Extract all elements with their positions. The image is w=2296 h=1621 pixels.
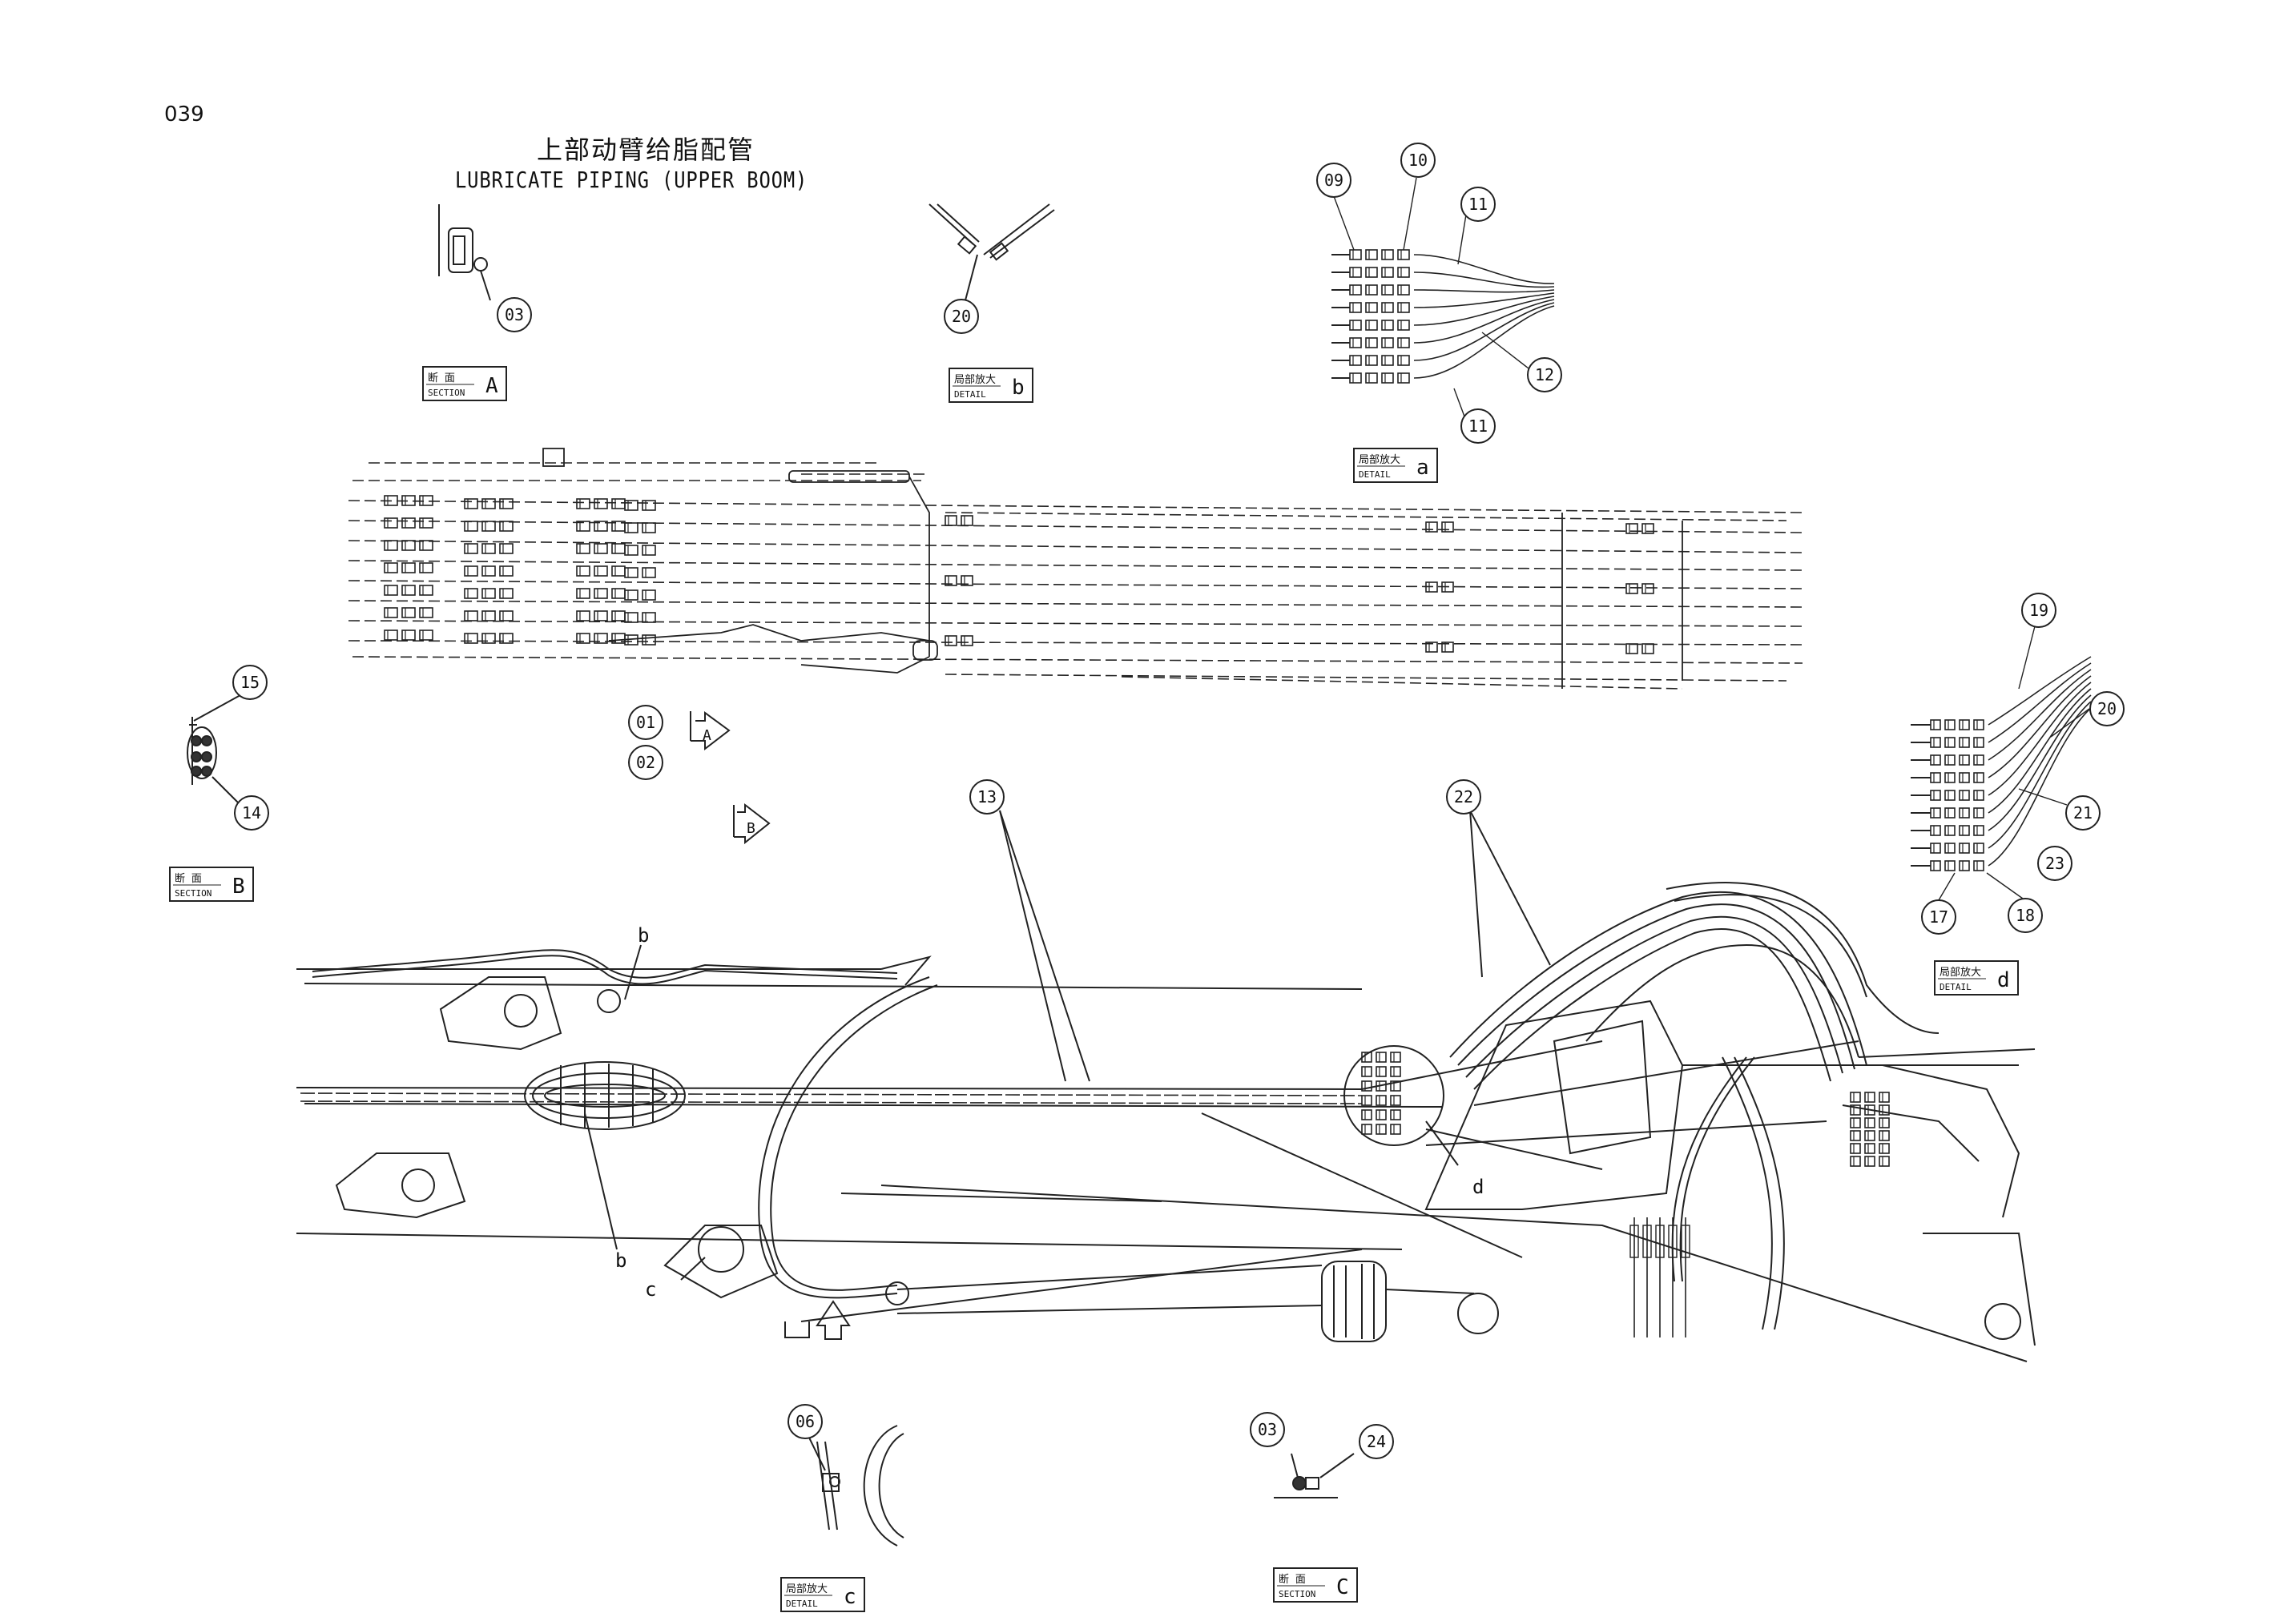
view-label-detail-b: 局部放大 DETAIL b bbox=[949, 368, 1033, 403]
view-label-cn: 断 面 bbox=[175, 873, 202, 885]
callout-label: 01 bbox=[636, 713, 655, 732]
callout-label: 11 bbox=[1468, 195, 1488, 214]
letter-c: c bbox=[645, 1278, 656, 1301]
callout-c-13: 13 bbox=[969, 779, 1005, 815]
view-label-en: SECTION bbox=[1279, 1589, 1315, 1599]
view-label-detail-a_top: 局部放大 DETAIL a bbox=[1353, 448, 1438, 483]
view-label-en: SECTION bbox=[175, 888, 211, 899]
upper-boom-fittings bbox=[542, 448, 1683, 689]
callout-c-06: 06 bbox=[787, 1404, 823, 1439]
callout-c-22: 22 bbox=[1446, 779, 1481, 815]
callout-label: 17 bbox=[1929, 907, 1948, 927]
upper-boom-view bbox=[348, 462, 1803, 690]
view-label-letter: C bbox=[1336, 1575, 1349, 1599]
view-label-en: SECTION bbox=[428, 388, 465, 398]
callout-c-11a: 11 bbox=[1460, 187, 1496, 222]
arrow-b-letter: B bbox=[747, 820, 755, 837]
callout-c-24: 24 bbox=[1359, 1424, 1394, 1459]
title-english: LUBRICATE PIPING (UPPER BOOM) bbox=[455, 167, 808, 193]
callout-label: 03 bbox=[505, 305, 524, 324]
page-number: 039 bbox=[164, 103, 204, 127]
arrow-a-letter: A bbox=[703, 727, 711, 744]
callout-label: 12 bbox=[1535, 365, 1554, 384]
view-label-letter: B bbox=[232, 875, 245, 899]
view-label-cn: 局部放大 bbox=[1359, 454, 1400, 466]
callout-label: 20 bbox=[952, 307, 971, 326]
up-arrow-icon bbox=[816, 1300, 851, 1340]
callout-c-09: 09 bbox=[1316, 163, 1351, 198]
view-label-en: DETAIL bbox=[954, 389, 986, 400]
callout-c-03-a: 03 bbox=[497, 297, 532, 332]
view-label-detail-c: 局部放大 DETAIL c bbox=[780, 1577, 865, 1612]
callout-label: 13 bbox=[977, 787, 997, 806]
callout-c-20: 20 bbox=[944, 299, 979, 334]
view-label-cn: 断 面 bbox=[428, 372, 455, 384]
view-arrow-lower bbox=[784, 1321, 810, 1338]
callout-c-11b: 11 bbox=[1460, 408, 1496, 444]
callout-c-21: 21 bbox=[2065, 795, 2101, 831]
view-label-letter: c bbox=[844, 1585, 856, 1609]
callout-c-03-b: 03 bbox=[1250, 1412, 1285, 1447]
callout-label: 24 bbox=[1367, 1432, 1386, 1451]
section-c-view bbox=[1274, 1453, 1355, 1498]
callout-label: 22 bbox=[1454, 787, 1473, 806]
callout-label: 09 bbox=[1324, 171, 1343, 190]
view-label-letter: d bbox=[1997, 968, 2010, 992]
detail-b-view bbox=[928, 203, 1055, 301]
callout-c-02: 02 bbox=[628, 745, 663, 780]
callout-label: 10 bbox=[1408, 151, 1428, 170]
callout-c-12: 12 bbox=[1527, 357, 1562, 392]
callout-label: 23 bbox=[2045, 854, 2064, 873]
callout-label: 03 bbox=[1258, 1420, 1277, 1439]
section-a-view bbox=[438, 204, 491, 301]
letter-d: d bbox=[1472, 1176, 1484, 1198]
callout-label: 11 bbox=[1468, 416, 1488, 436]
view-label-en: DETAIL bbox=[786, 1599, 818, 1609]
view-label-cn: 局部放大 bbox=[1940, 967, 1981, 979]
callout-label: 06 bbox=[796, 1412, 815, 1431]
main-boom-view bbox=[296, 810, 2036, 1362]
view-label-letter: A bbox=[485, 374, 498, 398]
view-label-en: DETAIL bbox=[1940, 982, 1972, 992]
letter-b-bottom: b bbox=[615, 1249, 626, 1272]
callout-c-20b: 20 bbox=[2089, 691, 2125, 726]
view-label-detail-d: 局部放大 DETAIL d bbox=[1934, 960, 2019, 996]
section-b-view bbox=[187, 694, 241, 806]
view-label-cn: 断 面 bbox=[1279, 1574, 1306, 1586]
callout-label: 14 bbox=[242, 803, 261, 823]
view-label-cn: 局部放大 bbox=[954, 374, 996, 386]
callout-label: 19 bbox=[2029, 601, 2048, 620]
arrow-a-icon bbox=[690, 711, 731, 751]
callout-label: 15 bbox=[240, 673, 260, 692]
upper-boom-fitting-rows bbox=[384, 495, 1654, 654]
callout-c-17: 17 bbox=[1921, 899, 1956, 935]
title-chinese: 上部动臂给脂配管 bbox=[537, 135, 755, 165]
callout-c-14: 14 bbox=[234, 795, 269, 831]
detail-a-view bbox=[1331, 177, 1555, 417]
view-label-section-b: 断 面 SECTION B bbox=[169, 867, 254, 902]
callout-label: 02 bbox=[636, 753, 655, 772]
callout-c-10: 10 bbox=[1400, 143, 1436, 178]
view-label-letter: b bbox=[1012, 376, 1025, 400]
callout-c-01: 01 bbox=[628, 705, 663, 740]
view-label-section-a: 断 面 SECTION A bbox=[422, 366, 507, 401]
callout-label: 20 bbox=[2097, 699, 2117, 718]
view-label-cn: 局部放大 bbox=[786, 1583, 828, 1595]
callout-label: 21 bbox=[2073, 803, 2093, 823]
callout-c-19: 19 bbox=[2021, 593, 2056, 628]
callout-label: 18 bbox=[2016, 906, 2035, 925]
callout-c-18: 18 bbox=[2008, 898, 2043, 933]
detail-d-view bbox=[1911, 625, 2092, 901]
detail-c-view bbox=[808, 1425, 904, 1547]
callout-c-15: 15 bbox=[232, 665, 268, 700]
letter-b-top: b bbox=[638, 924, 649, 947]
view-label-section-c: 断 面 SECTION C bbox=[1273, 1567, 1358, 1603]
arrow-b-icon bbox=[733, 802, 771, 845]
view-label-en: DETAIL bbox=[1359, 469, 1391, 480]
callout-c-23: 23 bbox=[2037, 846, 2072, 881]
view-label-letter: a bbox=[1416, 456, 1429, 480]
